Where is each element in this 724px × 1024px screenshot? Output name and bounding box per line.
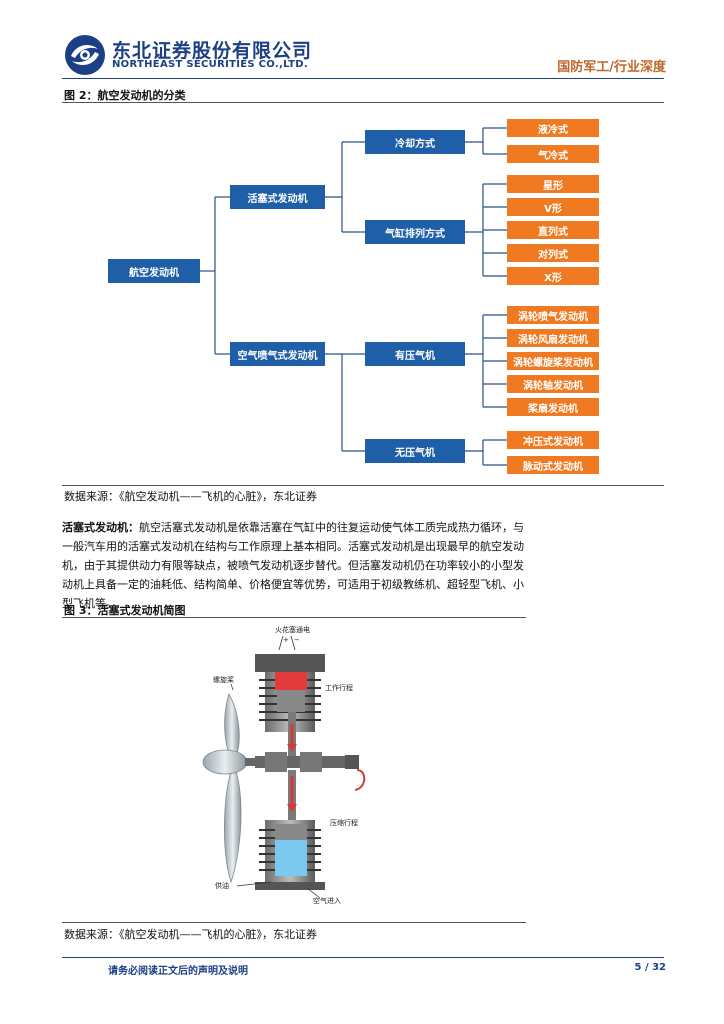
- tree-node-without-compressor: 无压气机: [365, 439, 465, 463]
- tree-leaf: 冲压式发动机: [507, 431, 599, 449]
- report-category: 国防军工/行业深度: [557, 60, 666, 75]
- figure-2-bottom-rule: [62, 485, 664, 486]
- piston-engine-diagram: 火花塞通电 + − 工作行程 压缩行程 供油 空气进入 螺旋桨: [202, 625, 366, 905]
- tree-node-cylinder-arrangement: 气缸排列方式: [365, 220, 465, 244]
- label-compression-stroke: 压缩行程: [330, 818, 358, 827]
- company-name-en: NORTHEAST SECURITIES CO.,LTD.: [112, 59, 308, 70]
- figure-3-bottom-rule: [62, 922, 526, 923]
- tree-root-aero-engine: 航空发动机: [108, 259, 200, 283]
- label-spark-plug: 火花塞通电: [275, 625, 310, 634]
- svg-text:+: +: [283, 636, 289, 644]
- figure-3-title: 图 3：活塞式发动机简图: [64, 604, 186, 617]
- label-work-stroke: 工作行程: [325, 683, 353, 692]
- tree-leaf: X形: [507, 267, 599, 285]
- footer-divider: [62, 957, 664, 958]
- company-name-cn: 东北证券股份有限公司: [112, 40, 313, 62]
- body-paragraph: 活塞式发动机：航空活塞式发动机是依靠活塞在气缸中的往复运动使气体工质完成热力循环…: [62, 518, 524, 613]
- header-divider: [62, 78, 664, 79]
- tree-leaf: 气冷式: [507, 145, 599, 163]
- tree-leaf: 涡轮轴发动机: [507, 375, 599, 393]
- tree-node-cooling-method: 冷却方式: [365, 130, 465, 154]
- tree-leaf: 涡轮螺旋桨发动机: [507, 352, 599, 370]
- footer-disclaimer: 请务必阅读正文后的声明及说明: [108, 966, 248, 977]
- company-logo-icon: [65, 35, 105, 75]
- figure-3-source: 数据来源：《航空发动机——飞机的心脏》，东北证券: [64, 928, 317, 941]
- svg-text:−: −: [294, 636, 300, 644]
- tree-leaf: V形: [507, 198, 599, 216]
- tree-leaf: 星形: [507, 175, 599, 193]
- tree-leaf: 脉动式发动机: [507, 456, 599, 474]
- tree-node-piston-engine: 活塞式发动机: [230, 185, 325, 209]
- tree-node-jet-engine: 空气喷气式发动机: [230, 342, 325, 366]
- label-fuel-supply: 供油: [215, 881, 229, 890]
- figure-2-source: 数据来源：《航空发动机——飞机的心脏》，东北证券: [64, 490, 317, 503]
- tree-leaf: 涡轮风扇发动机: [507, 329, 599, 347]
- tree-leaf: 直列式: [507, 221, 599, 239]
- figure-3-top-rule: [62, 617, 526, 618]
- tree-node-with-compressor: 有压气机: [365, 342, 465, 366]
- classification-tree-connectors: [200, 127, 507, 466]
- figure-2-top-rule: [62, 102, 664, 103]
- tree-leaf: 液冷式: [507, 119, 599, 137]
- label-air-intake: 空气进入: [313, 896, 341, 905]
- tree-leaf: 涡轮喷气发动机: [507, 306, 599, 324]
- figure-2-title: 图 2：航空发动机的分类: [64, 89, 186, 102]
- paragraph-lead: 活塞式发动机：: [62, 521, 139, 534]
- tree-leaf: 对列式: [507, 244, 599, 262]
- paragraph-body: 航空活塞式发动机是依靠活塞在气缸中的往复运动使气体工质完成热力循环，与一般汽车用…: [62, 521, 524, 610]
- tree-leaf: 桨扇发动机: [507, 398, 599, 416]
- label-propeller: 螺旋桨: [213, 675, 234, 684]
- page-number: 5 / 32: [634, 962, 667, 973]
